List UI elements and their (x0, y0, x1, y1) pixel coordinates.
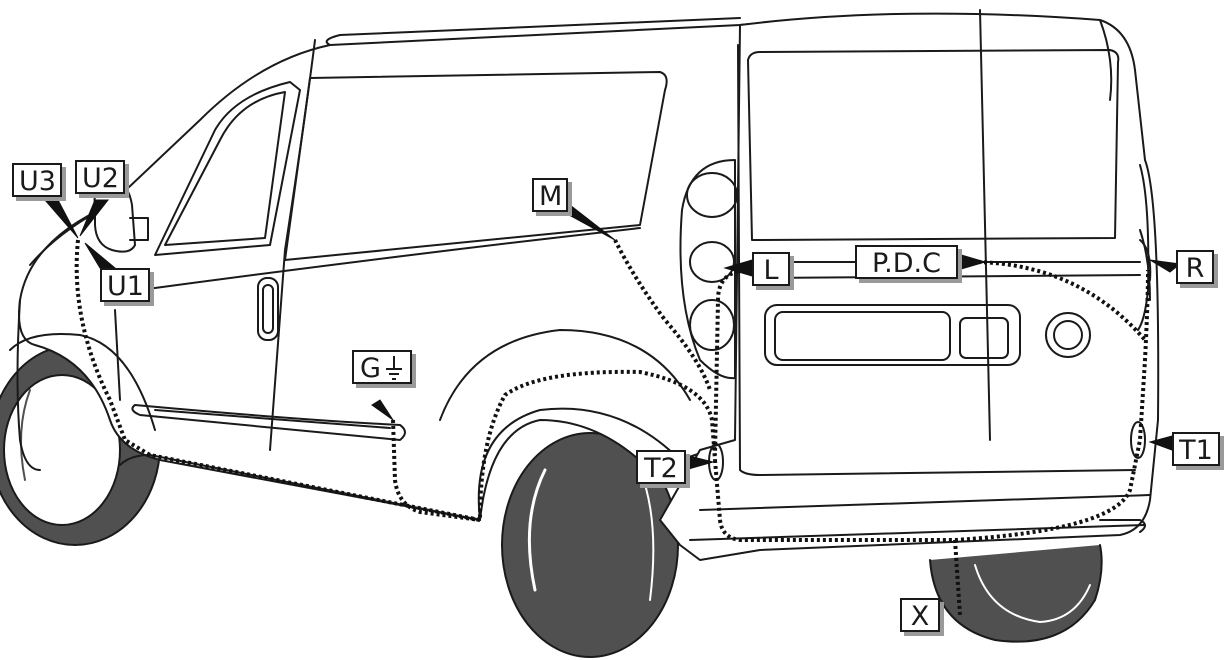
label-pdc: P.D.C (855, 245, 958, 279)
wire-x (953, 539, 962, 616)
label-r: R (1176, 250, 1214, 284)
right-marker-light (1130, 421, 1146, 459)
label-x: X (900, 598, 940, 632)
van-body-side (18, 22, 801, 521)
rear-left-wheel (501, 432, 679, 658)
wire-front (74, 239, 717, 523)
wire-mid (613, 239, 712, 391)
wire-rear (713, 269, 1150, 542)
pointer-r (1149, 259, 1182, 273)
wiring-harness (74, 239, 1150, 616)
label-t1: T1 (1172, 432, 1220, 466)
label-u1: U1 (100, 268, 150, 302)
pointer-pdc (957, 253, 987, 271)
label-g: G (360, 353, 381, 384)
pointer-u3 (43, 199, 79, 239)
ground-icon (385, 356, 402, 380)
wire-left (713, 268, 751, 456)
pointer-g (371, 399, 394, 421)
label-m: M (532, 178, 568, 212)
label-l: L (752, 252, 790, 286)
pointer-u2 (79, 199, 110, 237)
label-g-box: G (352, 350, 412, 384)
label-u2: U2 (75, 160, 125, 194)
label-u3: U3 (12, 163, 62, 197)
rear-right-wheel (929, 544, 1103, 643)
label-t2: T2 (636, 450, 686, 484)
wire-ground (391, 419, 481, 522)
